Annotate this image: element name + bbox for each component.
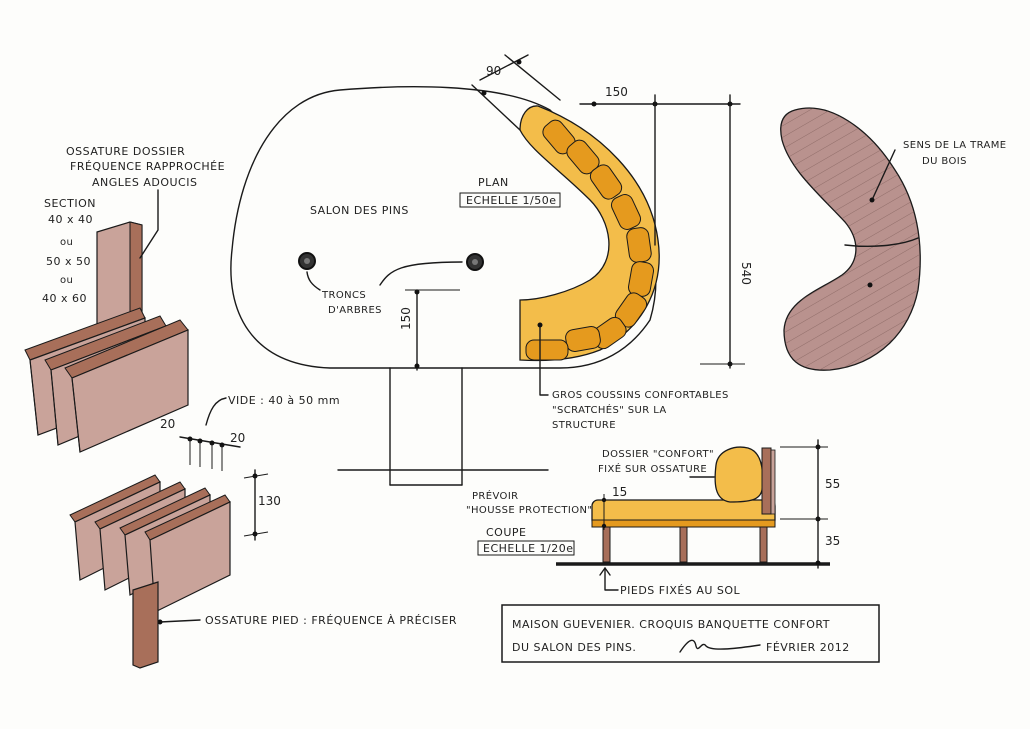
- dim-35: 35: [825, 534, 840, 548]
- plan-view: [230, 54, 745, 486]
- foot-post: [132, 581, 159, 669]
- section-option-3: 40 x 60: [42, 292, 87, 305]
- leg-2: [679, 526, 688, 563]
- dim-height-130: 130: [258, 494, 281, 508]
- cushions-note-line-1: GROS COUSSINS CONFORTABLES: [552, 390, 729, 401]
- section-or-2: ou: [60, 275, 73, 286]
- dim-depth-150: 150: [399, 307, 413, 330]
- dim-width-150: 150: [605, 85, 628, 99]
- plan-title: PLAN: [478, 176, 509, 189]
- section-label: SECTION: [44, 197, 96, 210]
- plan-scale-box: [459, 192, 561, 208]
- backrest-cushion: [714, 446, 764, 503]
- room-outline: [230, 86, 657, 369]
- section-scale-box: [477, 540, 575, 556]
- cover-note-line-2: "HOUSSE PROTECTION": [466, 505, 592, 516]
- backrest-frame: [761, 447, 772, 515]
- title-date: FÉVRIER 2012: [766, 641, 850, 654]
- leg-3: [759, 526, 768, 563]
- section-title: COUPE: [486, 526, 526, 539]
- foot-frame-sketch: [69, 474, 231, 669]
- backrest-note-line-3: ANGLES ADOUCIS: [92, 176, 197, 189]
- section-backrest-note-line-1: DOSSIER "CONFORT": [602, 449, 714, 460]
- section-scale: ECHELLE 1/20e: [483, 542, 574, 555]
- title-block: [501, 604, 880, 663]
- plan-scale: ECHELLE 1/50e: [466, 194, 557, 207]
- feet-note: PIEDS FIXÉS AU SOL: [620, 584, 741, 597]
- backrest-note-line-1: OSSATURE DOSSIER: [66, 145, 185, 158]
- leg-1: [602, 526, 611, 563]
- trunks-label-line-1: TRONCS: [321, 290, 366, 301]
- cover-note-line-1: PRÉVOIR: [472, 489, 519, 502]
- bench-plan: [519, 105, 660, 362]
- section-option-1: 40 x 40: [48, 213, 93, 226]
- room-label: SALON DES PINS: [310, 204, 409, 217]
- dim-right-20: 20: [230, 431, 245, 445]
- signature: [679, 639, 761, 653]
- backrest-note-line-2: FRÉQUENCE RAPPROCHÉE: [70, 160, 225, 173]
- cushions-note-line-3: STRUCTURE: [552, 420, 616, 431]
- title-line-1: MAISON GUEVENIER. CROQUIS BANQUETTE CONF…: [512, 618, 830, 631]
- dim-length-540: 540: [739, 262, 753, 285]
- cushions-plan: [525, 119, 655, 361]
- foot-note: OSSATURE PIED : FRÉQUENCE À PRÉCISER: [205, 614, 457, 627]
- dim-55: 55: [825, 477, 840, 491]
- title-block-frame: [501, 604, 880, 663]
- section-option-2: 50 x 50: [46, 255, 91, 268]
- section-or-1: ou: [60, 237, 73, 248]
- backrest-frame-sketch: [24, 189, 189, 453]
- dim-left-20: 20: [160, 417, 175, 431]
- dim-angle-90: 90: [486, 64, 501, 78]
- dim-15: 15: [612, 485, 627, 499]
- section-backrest-note-line-2: FIXÉ SUR OSSATURE: [598, 462, 707, 475]
- structure-view: [780, 107, 921, 371]
- structure-note-line-1: SENS DE LA TRAME: [903, 140, 1007, 151]
- trunks-label-line-2: D'ARBRES: [328, 305, 382, 316]
- structure-note-line-2: DU BOIS: [922, 156, 967, 167]
- section-view: [556, 439, 830, 591]
- cushions-note-line-2: "SCRATCHÉS" SUR LA: [552, 403, 667, 416]
- gap-note: VIDE : 40 à 50 mm: [228, 394, 340, 407]
- title-line-2: DU SALON DES PINS.: [512, 641, 636, 654]
- bench-base: [591, 519, 776, 528]
